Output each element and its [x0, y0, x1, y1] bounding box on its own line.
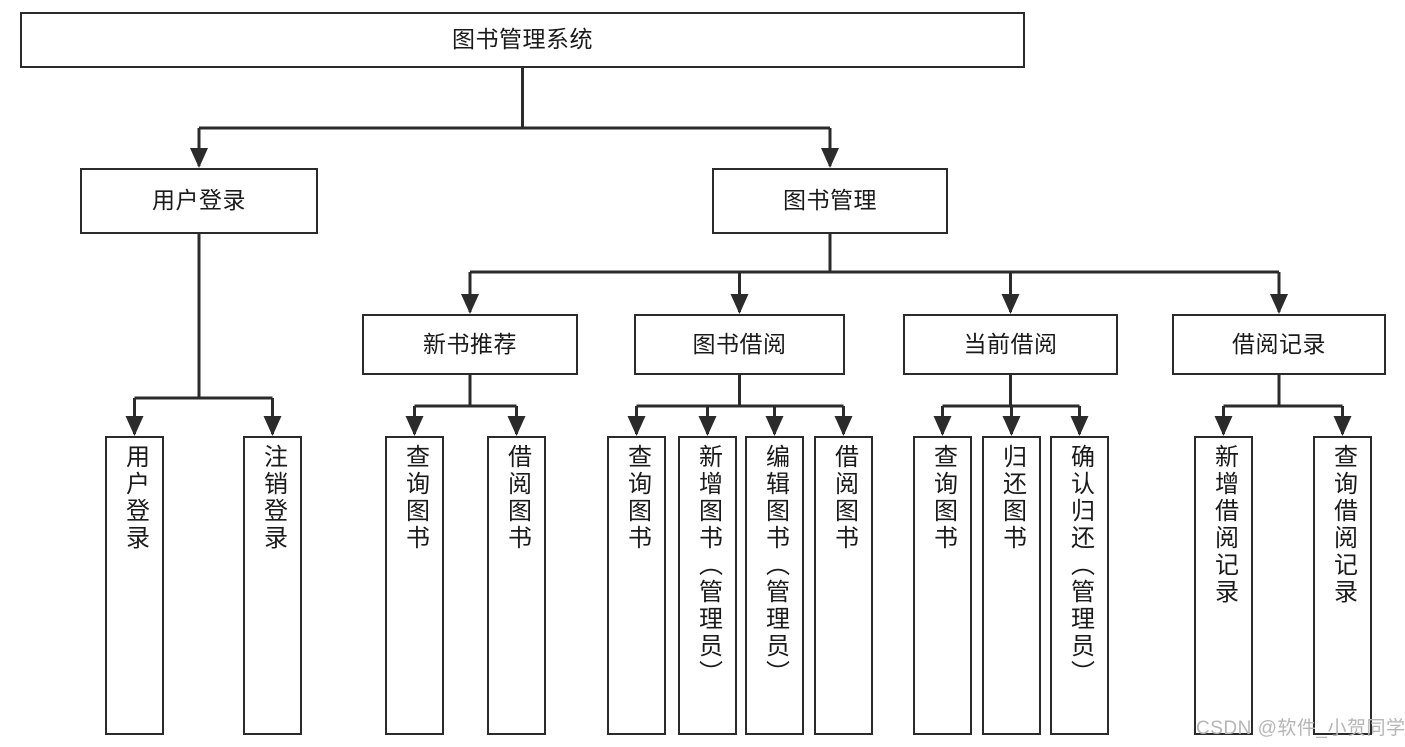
node-label: 借阅图书	[503, 444, 531, 552]
node-book-manage[interactable]: 图书管理	[712, 168, 948, 234]
node-leaf-cur-return[interactable]: 归还图书	[982, 436, 1041, 735]
node-leaf-logout[interactable]: 注销登录	[243, 436, 302, 735]
node-leaf-borrow-query[interactable]: 查询图书	[607, 436, 666, 735]
node-user-login[interactable]: 用户登录	[80, 168, 318, 234]
node-label: 新书推荐	[423, 330, 517, 357]
node-label: 图书管理	[783, 187, 877, 214]
node-label: 编辑图书（管理员）	[761, 444, 789, 687]
node-label: 归还图书	[998, 444, 1026, 552]
node-leaf-cur-query[interactable]: 查询图书	[913, 436, 972, 735]
node-root[interactable]: 图书管理系统	[20, 12, 1025, 68]
node-label: 确认归还（管理员）	[1066, 444, 1094, 687]
node-label: 用户登录	[121, 444, 149, 552]
node-label: 新增借阅记录	[1210, 444, 1238, 606]
node-book-borrow[interactable]: 图书借阅	[634, 314, 845, 375]
node-leaf-cur-confirm[interactable]: 确认归还（管理员）	[1050, 436, 1109, 735]
node-label: 当前借阅	[963, 330, 1058, 357]
node-label: 查询借阅记录	[1329, 444, 1357, 606]
node-label: 用户登录	[152, 187, 246, 214]
node-label: 借阅图书	[830, 444, 858, 552]
node-borrow-record[interactable]: 借阅记录	[1172, 314, 1386, 375]
node-label: 图书管理系统	[452, 26, 593, 53]
node-label: 查询图书	[401, 444, 429, 552]
node-leaf-rec-add[interactable]: 新增借阅记录	[1194, 436, 1253, 735]
node-label: 新增图书（管理员）	[694, 444, 722, 687]
node-label: 借阅记录	[1232, 330, 1326, 357]
node-leaf-book-borrow[interactable]: 借阅图书	[814, 436, 873, 735]
node-label: 注销登录	[259, 444, 287, 552]
node-label: 图书借阅	[692, 330, 787, 357]
node-leaf-rec-query2[interactable]: 查询借阅记录	[1313, 436, 1372, 735]
node-current-borrow[interactable]: 当前借阅	[903, 314, 1118, 375]
node-new-book-rec[interactable]: 新书推荐	[362, 314, 578, 375]
node-label: 查询图书	[623, 444, 651, 552]
node-leaf-book-add[interactable]: 新增图书（管理员）	[678, 436, 737, 735]
node-leaf-book-edit[interactable]: 编辑图书（管理员）	[745, 436, 804, 735]
node-label: 查询图书	[929, 444, 957, 552]
node-leaf-rec-borrow[interactable]: 借阅图书	[487, 436, 546, 735]
node-leaf-rec-query[interactable]: 查询图书	[385, 436, 444, 735]
node-leaf-user-login[interactable]: 用户登录	[105, 436, 164, 735]
